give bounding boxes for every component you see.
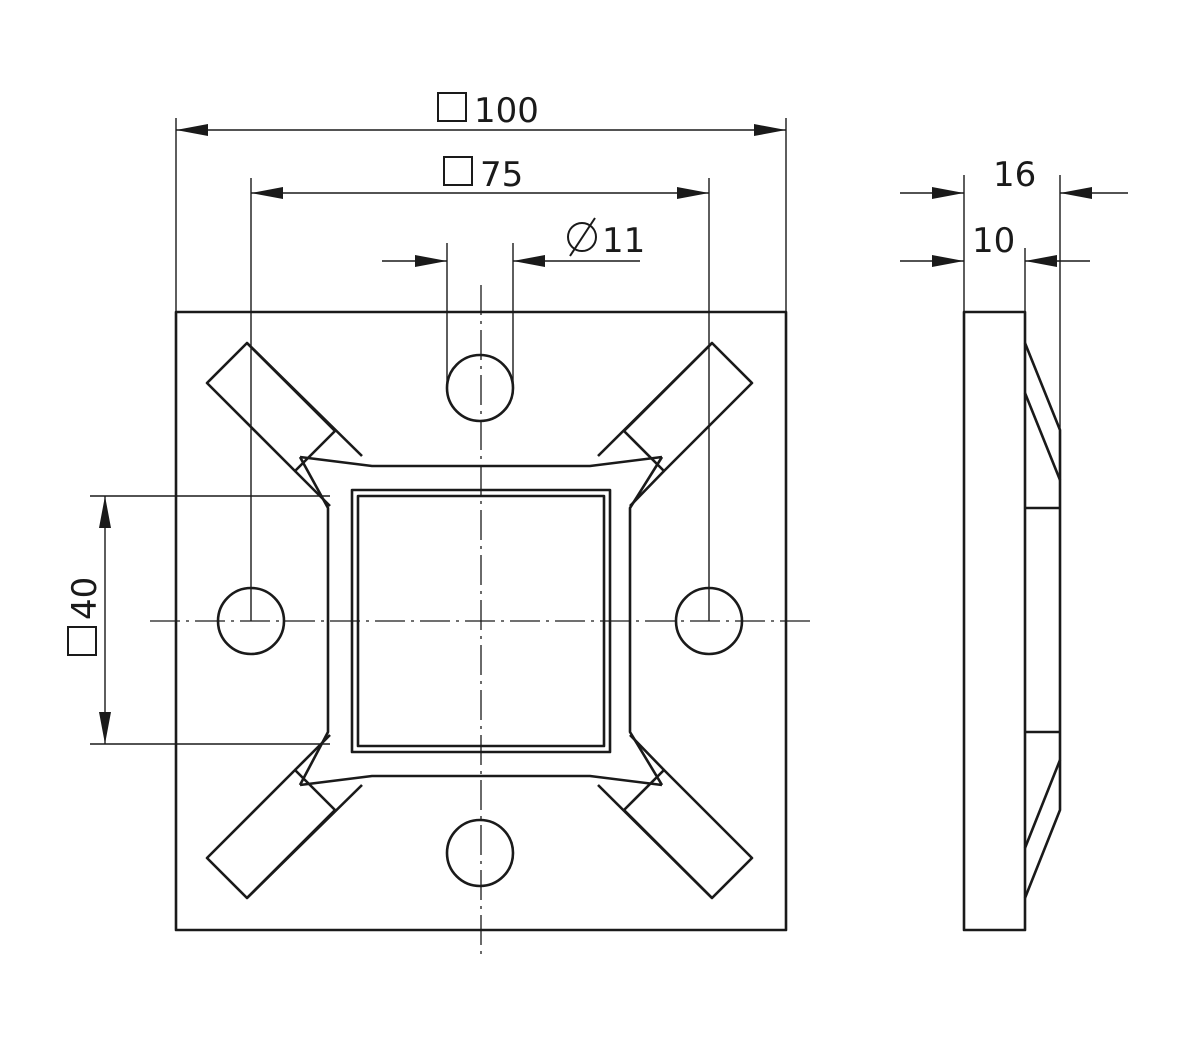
side-view (962, 310, 1062, 932)
square-symbol (67, 626, 97, 656)
front-view (150, 285, 810, 958)
rib-bottom-left (205, 734, 363, 900)
dimension-center-square: 40 (65, 495, 330, 745)
dimension-plate-width: 100 (175, 91, 787, 312)
side-rib-profile (1023, 342, 1062, 899)
dimension-hole-diameter-label: 11 (602, 221, 645, 261)
mounting-hole-top (445, 353, 515, 423)
dimension-hole-spacing-label: 75 (480, 155, 523, 195)
rib-bottom-right (597, 734, 754, 900)
rib-top-right (597, 341, 754, 507)
dimension-hole-diameter: 11 (382, 217, 645, 388)
side-rib-hatch-2 (1023, 759, 1062, 849)
dimension-plate-width-label: 100 (474, 91, 539, 131)
dimension-center-square-label: 40 (65, 577, 105, 620)
dimension-hole-spacing: 75 (250, 155, 710, 621)
dimension-total-thickness-label: 16 (993, 155, 1036, 195)
rib-top-left (205, 341, 363, 507)
dimension-total-thickness: 16 (900, 155, 1128, 430)
side-rib-hatch-1 (1023, 392, 1062, 481)
square-symbol (437, 92, 467, 122)
side-plate-outline (962, 310, 1027, 932)
square-symbol (443, 156, 473, 186)
dimension-plate-thickness-label: 10 (972, 221, 1015, 261)
dimension-plate-thickness: 10 (900, 221, 1090, 312)
diameter-symbol (567, 217, 597, 257)
mounting-hole-bottom (445, 818, 515, 888)
